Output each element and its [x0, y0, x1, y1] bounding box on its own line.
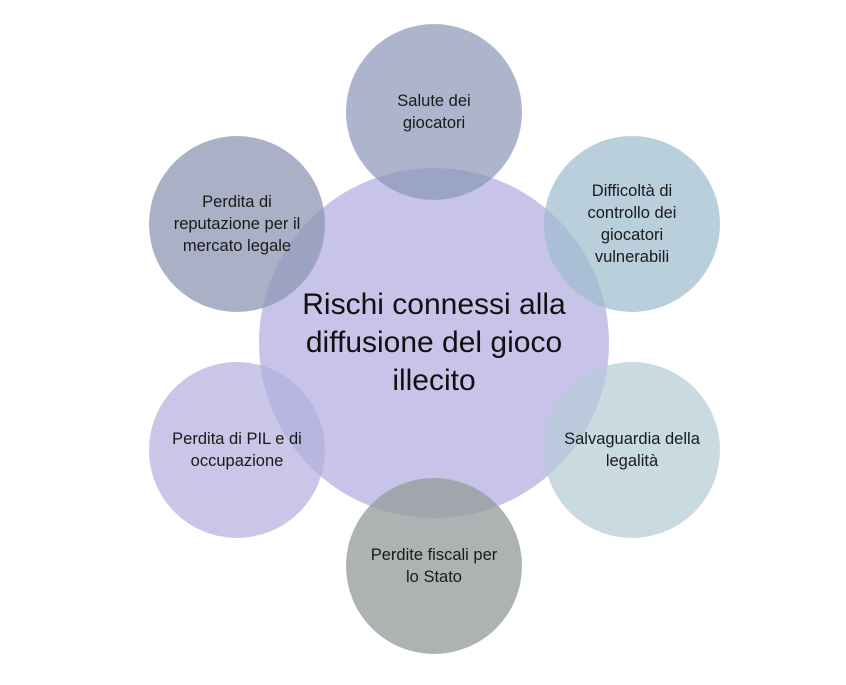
circle-controllo-vulnerabili: Difficoltà di controllo dei giocatori vu…	[544, 136, 720, 312]
circle-perdita-reputazione: Perdita di reputazione per il mercato le…	[149, 136, 325, 312]
circle-perdita-pil: Perdita di PIL e di occupazione	[149, 362, 325, 538]
center-label: Rischi connessi alla diffusione del gioc…	[302, 288, 566, 397]
circle-label: Perdita di PIL e di occupazione	[172, 430, 302, 470]
circle-label: Salute dei giocatori	[397, 92, 471, 132]
circle-label: Salvaguardia della legalità	[564, 430, 700, 470]
circle-perdite-fiscali: Perdite fiscali per lo Stato	[346, 478, 522, 654]
circle-salvaguardia-legalita: Salvaguardia della legalità	[544, 362, 720, 538]
circle-label: Perdite fiscali per lo Stato	[370, 546, 498, 586]
circle-salute-giocatori: Salute dei giocatori	[346, 24, 522, 200]
circle-label: Difficoltà di controllo dei giocatori vu…	[587, 182, 677, 266]
circle-label: Perdita di reputazione per il mercato le…	[173, 193, 301, 255]
